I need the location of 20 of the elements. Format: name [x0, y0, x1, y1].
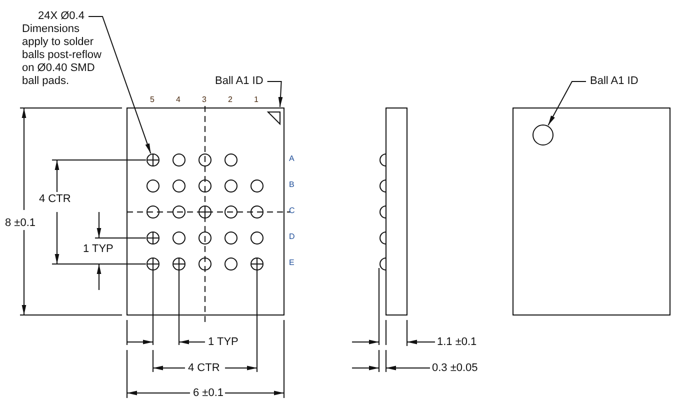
callout-label: 24X Ø0.4 [38, 10, 84, 23]
column-number: 4 [176, 95, 180, 105]
row-letter: C [289, 206, 295, 216]
column-number: 5 [150, 95, 154, 105]
row-letter: A [289, 154, 294, 164]
ball-a1-mark [532, 124, 554, 146]
callout-label: Ball A1 ID [215, 75, 264, 88]
leader-line [548, 81, 586, 126]
column-number: 3 [202, 95, 206, 105]
leader-line [266, 81, 283, 108]
row-letter: B [289, 180, 294, 190]
row-letter: E [289, 258, 294, 268]
solder-ball [146, 154, 160, 166]
ball-a1-mark [266, 112, 280, 126]
row-letter: D [289, 232, 295, 242]
note-text: Dimensions apply to solder balls post-reflow on Ø0.40 SMD ball pads. [22, 23, 102, 88]
callout-label: Ball A1 ID [590, 75, 638, 88]
column-number: 1 [254, 95, 258, 105]
leader-line [88, 16, 152, 154]
column-number: 2 [228, 95, 232, 105]
